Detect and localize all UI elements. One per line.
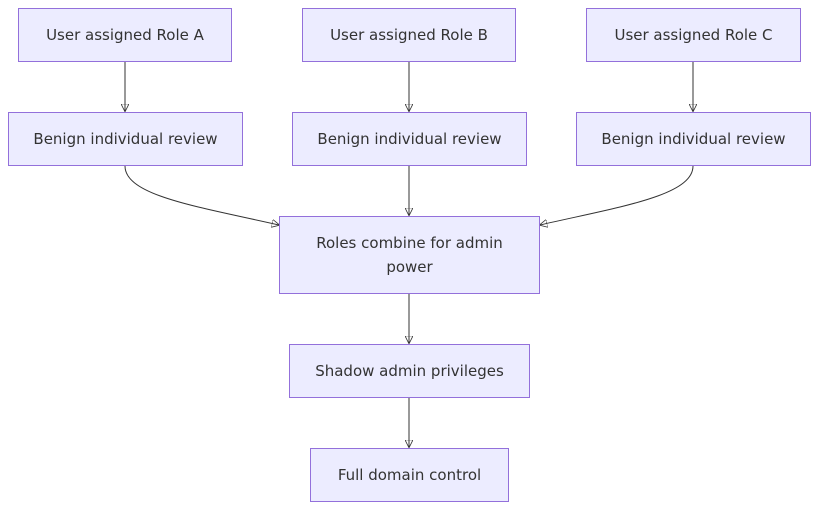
node-review-c: Benign individual review (576, 112, 811, 166)
node-role-a: User assigned Role A (18, 8, 232, 62)
edge-review-a-to-combine (124, 165, 279, 225)
node-role-b: User assigned Role B (302, 8, 516, 62)
edge-review-c-to-combine (540, 165, 694, 225)
node-review-a: Benign individual review (8, 112, 243, 166)
node-domain: Full domain control (310, 448, 509, 502)
node-shadow: Shadow admin privileges (289, 344, 530, 398)
node-review-b: Benign individual review (292, 112, 527, 166)
node-role-c: User assigned Role C (586, 8, 801, 62)
node-combine: Roles combine for admin power (279, 216, 540, 294)
